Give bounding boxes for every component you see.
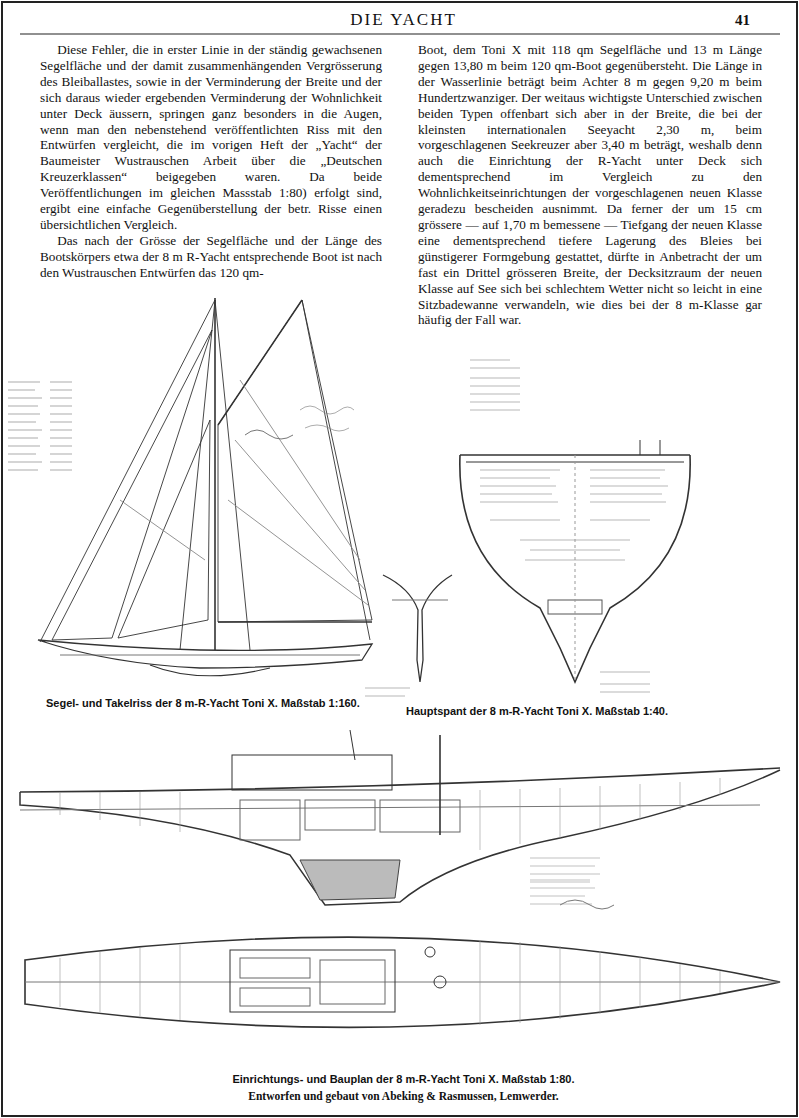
deck-plan	[25, 430, 780, 1027]
figure-caption: Einrichtungs- und Bauplan der 8 m-R-Yach…	[4, 1073, 799, 1085]
figure-caption: Segel- und Takelriss der 8 m-R-Yacht Ton…	[44, 697, 362, 709]
text-column: Boot, dem Toni X mit 118 qm Segelfläche …	[418, 42, 762, 328]
body-paragraph: Boot, dem Toni X mit 118 qm Segelfläche …	[418, 42, 762, 328]
body-paragraph: Das nach der Grösse der Segelfläche und …	[40, 233, 382, 281]
profile-plan	[20, 730, 780, 905]
midship-section	[365, 360, 690, 696]
sail-plan	[8, 298, 372, 676]
page-header: DIE YACHT	[4, 10, 799, 30]
text-column: Diese Fehler, die in erster Linie in der…	[40, 42, 382, 281]
figure-caption: Entworfen und gebaut von Abeking & Rasmu…	[4, 1090, 799, 1102]
figure-caption: Hauptspant der 8 m-R-Yacht Toni X. Maßst…	[404, 705, 670, 717]
body-paragraph: Diese Fehler, die in erster Linie in der…	[40, 42, 382, 233]
page-number: 41	[735, 12, 750, 29]
